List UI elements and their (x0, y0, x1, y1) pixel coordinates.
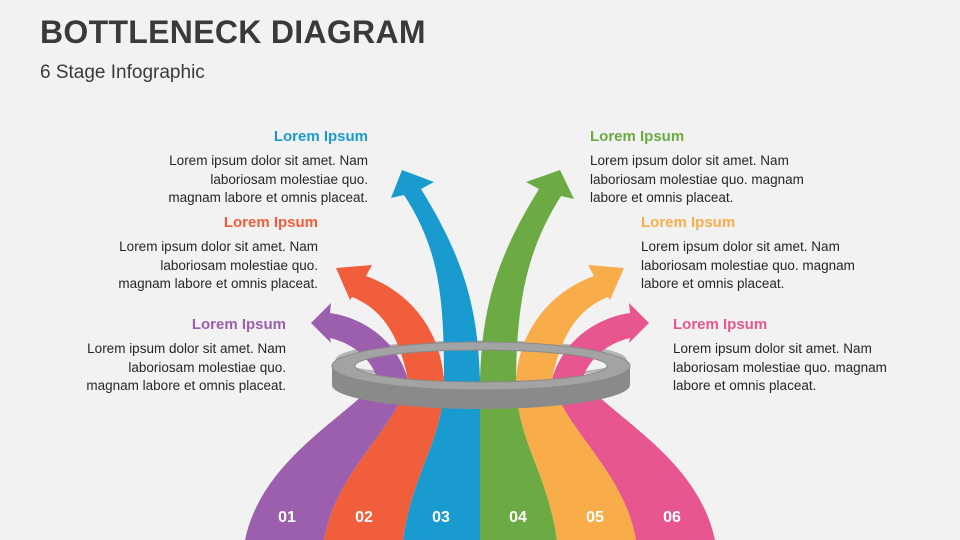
stage-04-number: 04 (509, 509, 527, 526)
page-subtitle: 6 Stage Infographic (40, 62, 205, 83)
stage-05-line-2: laboriosam molestiae quo. magnam (641, 257, 855, 273)
ring-front (332, 366, 630, 409)
stage-03-body: Lorem ipsum dolor sit amet. Nam laborios… (68, 152, 368, 208)
stage-02-heading: Lorem Ipsum (223, 214, 318, 231)
stage-03-arrow (391, 170, 480, 540)
stage-04-body: Lorem ipsum dolor sit amet. Nam laborios… (590, 152, 890, 208)
stage-01-arrow (245, 303, 408, 540)
stage-05-text: Lorem Ipsum Lorem ipsum dolor sit amet. … (641, 213, 941, 294)
stage-04-line-3: labore et omnis placeat. (590, 190, 734, 205)
stage-04-heading: Lorem Ipsum (590, 128, 685, 145)
stage-03-heading: Lorem Ipsum (273, 128, 368, 145)
stage-01-body: Lorem ipsum dolor sit amet. Nam laborios… (0, 340, 286, 396)
stage-02-number: 02 (355, 509, 373, 526)
stage-04-line-1: Lorem ipsum dolor sit amet. Nam (590, 153, 789, 168)
stage-04-arrow (480, 170, 574, 540)
stage-03-line-2: laboriosam molestiae quo. (210, 171, 368, 187)
page-title: BOTTLENECK DIAGRAM (40, 14, 426, 50)
stage-06-line-3: labore et omnis placeat. (673, 378, 817, 393)
stage-01-heading: Lorem Ipsum (191, 316, 286, 333)
stage-01-line-3: magnam labore et omnis placeat. (86, 378, 286, 393)
stage-02-line-2: laboriosam molestiae quo. (160, 257, 318, 273)
stage-01-line-2: laboriosam molestiae quo. (128, 359, 286, 375)
stage-02-text: Lorem Ipsum Lorem ipsum dolor sit amet. … (18, 213, 318, 294)
stage-03-line-1: Lorem ipsum dolor sit amet. Nam (169, 153, 368, 168)
stage-03-line-3: magnam labore et omnis placeat. (168, 190, 368, 205)
ring-top-lip (331, 341, 631, 391)
stage-06-line-1: Lorem ipsum dolor sit amet. Nam (673, 341, 872, 356)
stage-06-number: 06 (663, 509, 681, 526)
stage-03-text: Lorem Ipsum Lorem ipsum dolor sit amet. … (68, 127, 368, 208)
stage-05-number: 05 (586, 509, 604, 526)
stage-06-text: Lorem Ipsum Lorem ipsum dolor sit amet. … (673, 315, 943, 396)
stage-03-number: 03 (432, 509, 450, 526)
stage-05-line-1: Lorem ipsum dolor sit amet. Nam (641, 239, 840, 254)
stage-04-line-2: laboriosam molestiae quo. magnam (590, 171, 804, 187)
stage-02-body: Lorem ipsum dolor sit amet. Nam laborios… (18, 238, 318, 294)
stage-06-heading: Lorem Ipsum (673, 316, 768, 333)
stage-01-number: 01 (278, 509, 296, 526)
stage-01-text: Lorem Ipsum Lorem ipsum dolor sit amet. … (0, 315, 286, 396)
stage-06-body: Lorem ipsum dolor sit amet. Nam laborios… (673, 340, 943, 396)
stage-05-body: Lorem ipsum dolor sit amet. Nam laborios… (641, 238, 941, 294)
stage-01-line-1: Lorem ipsum dolor sit amet. Nam (87, 341, 286, 356)
stage-05-arrow (516, 265, 636, 540)
stage-06-line-2: laboriosam molestiae quo. magnam (673, 359, 887, 375)
stage-02-line-1: Lorem ipsum dolor sit amet. Nam (119, 239, 318, 254)
stage-04-text: Lorem Ipsum Lorem ipsum dolor sit amet. … (590, 127, 890, 208)
stage-05-heading: Lorem Ipsum (641, 214, 736, 231)
stage-02-line-3: magnam labore et omnis placeat. (118, 276, 318, 291)
stage-06-arrow (552, 303, 715, 540)
stage-05-line-3: labore et omnis placeat. (641, 276, 785, 291)
stage-02-arrow (324, 265, 444, 540)
